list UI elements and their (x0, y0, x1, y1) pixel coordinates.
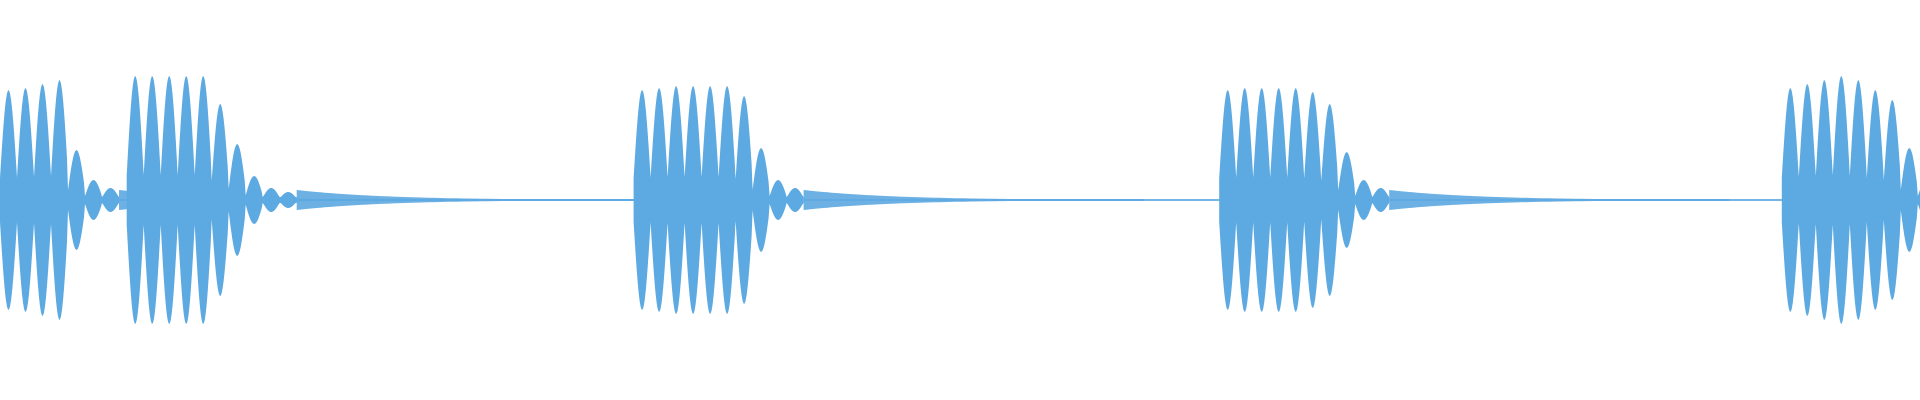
burst-envelope (1219, 88, 1390, 312)
burst-5 (1781, 76, 1920, 324)
burst-tail (1389, 190, 1730, 210)
burst-envelope (633, 86, 804, 314)
burst-4 (1219, 88, 1730, 312)
burst-envelope (126, 76, 297, 324)
burst-envelope (0, 80, 119, 320)
burst-envelope (1781, 76, 1920, 324)
burst-2 (126, 76, 637, 324)
burst-tail (296, 190, 637, 210)
burst-tail (803, 190, 1144, 210)
burst-3 (633, 86, 1144, 314)
